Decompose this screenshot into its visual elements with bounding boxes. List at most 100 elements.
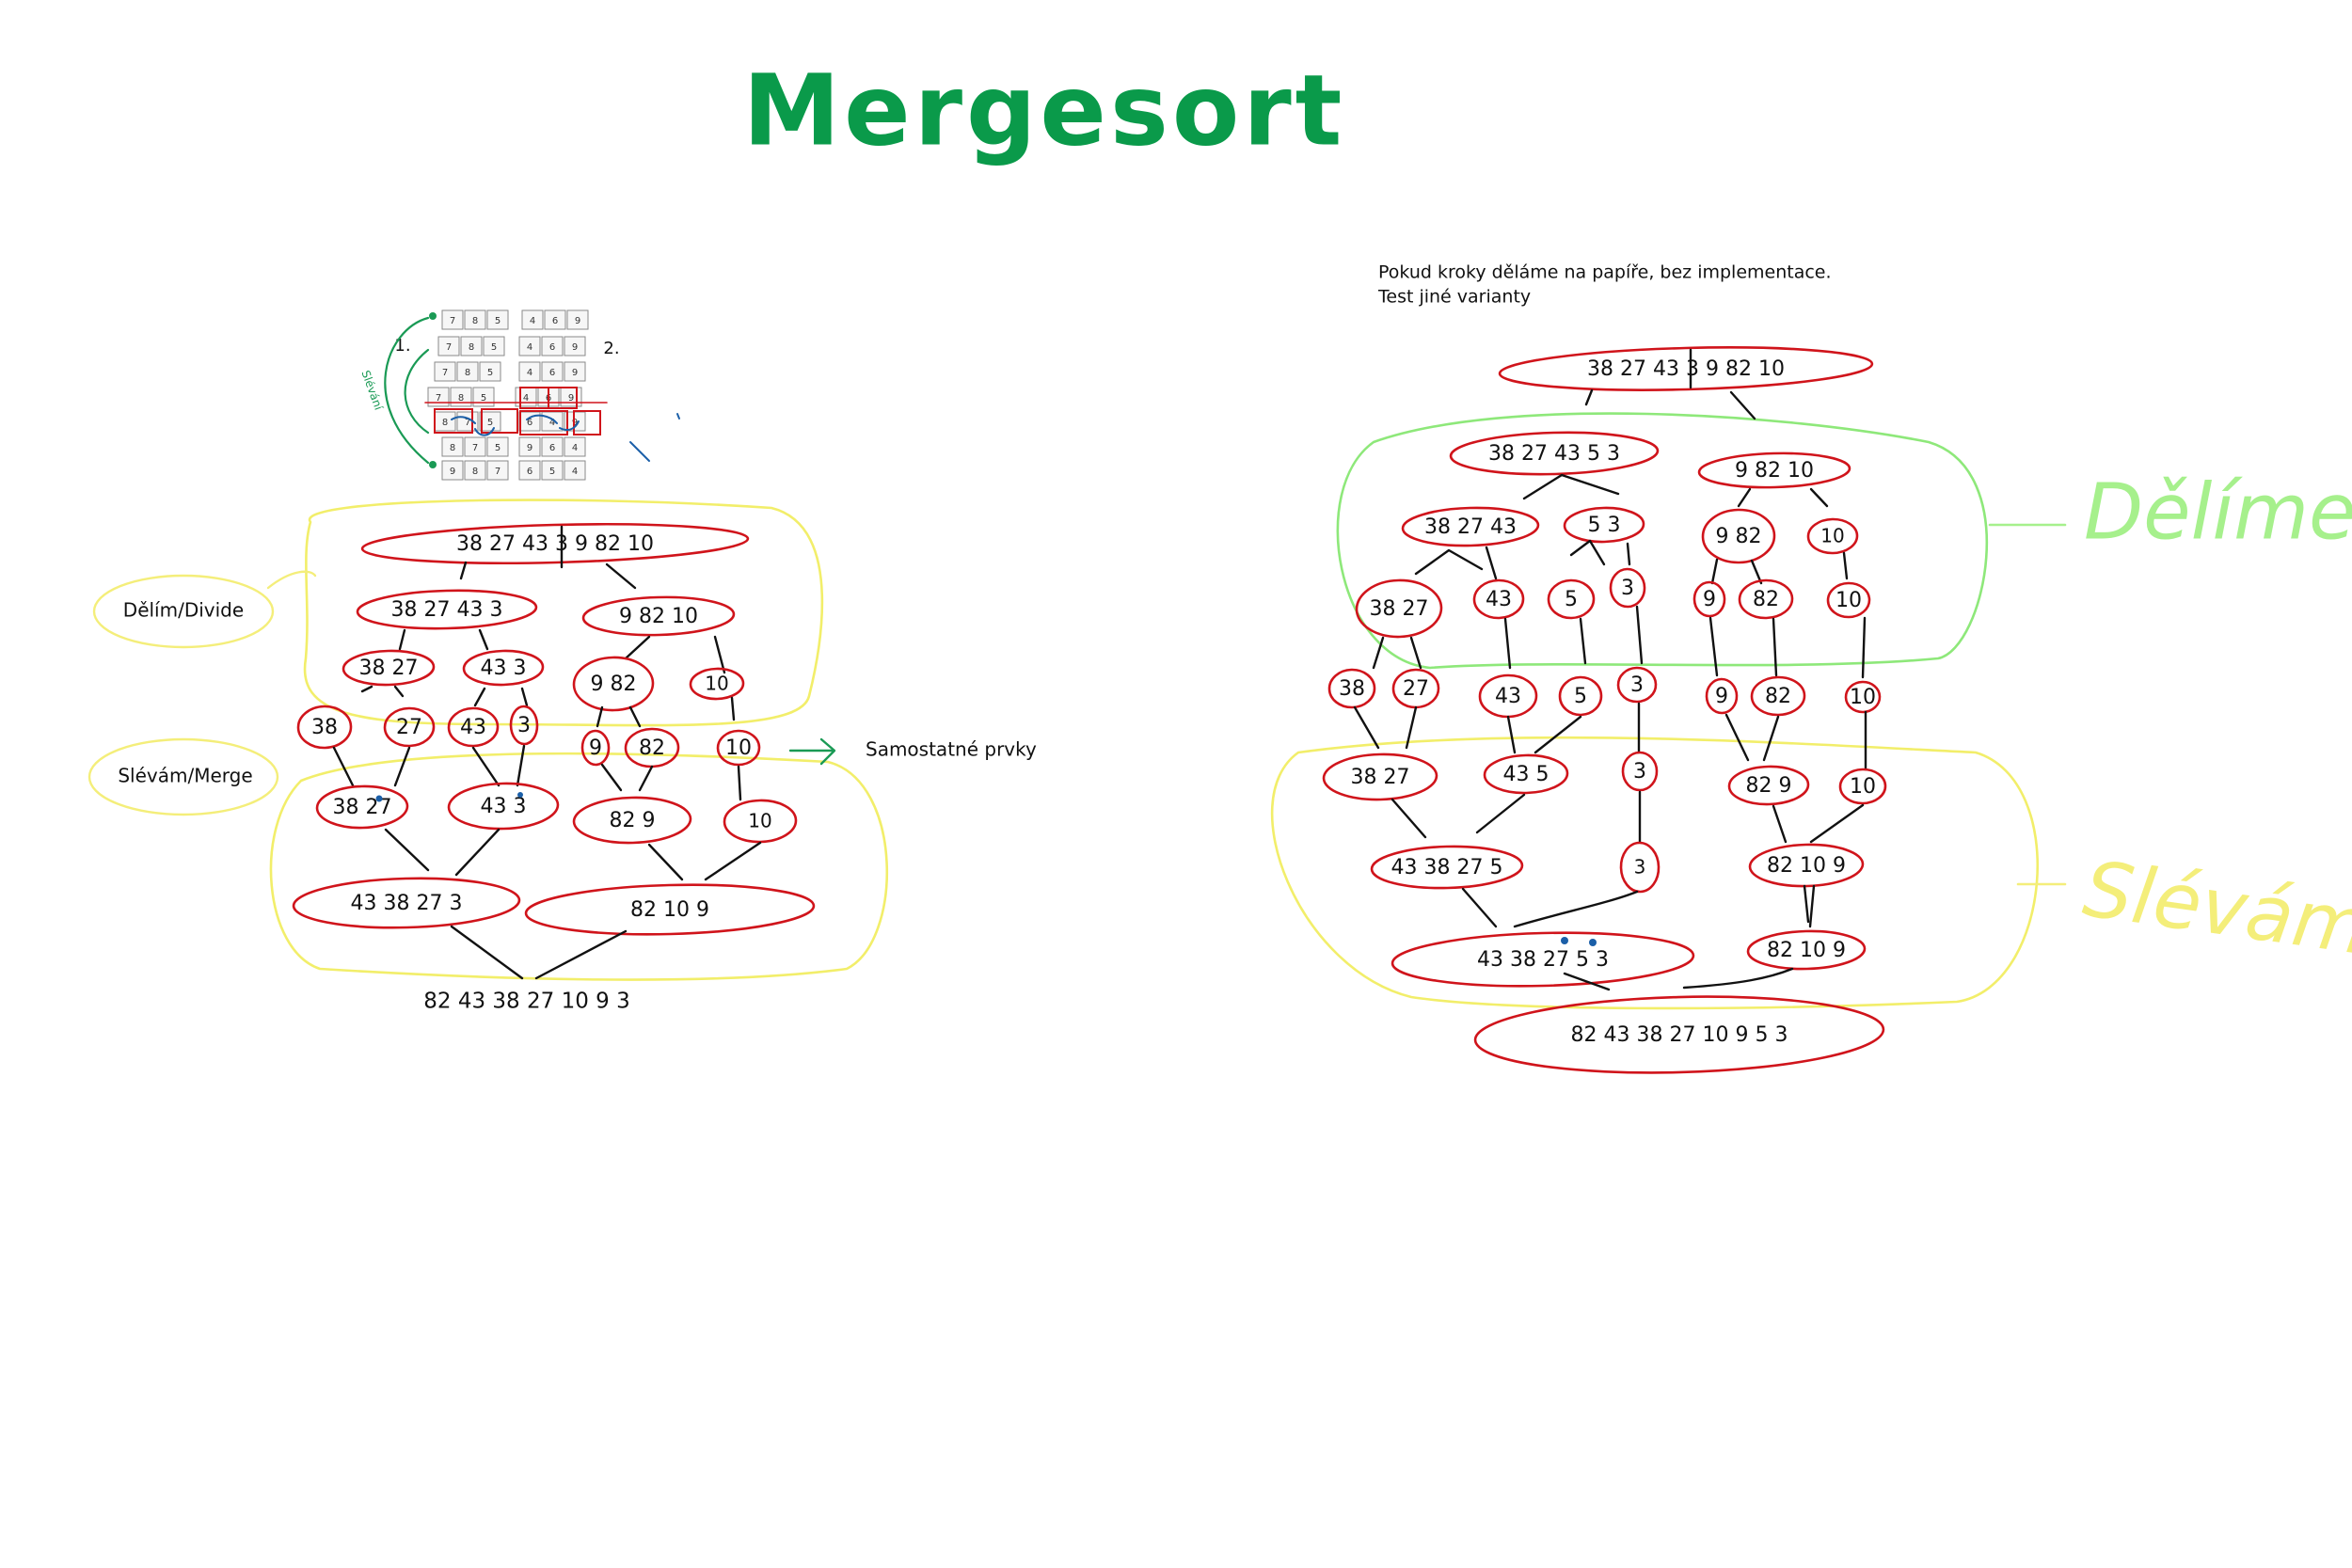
left-single-node-2-outline	[447, 706, 500, 748]
left-edge-m2a	[450, 925, 524, 980]
right-m1-node-4-label: 10	[1850, 775, 1876, 799]
thumbnail-cell	[518, 336, 541, 356]
left-edge-s-m1b	[393, 746, 411, 787]
right-m2-a-node-outline	[1370, 845, 1524, 890]
left-edge-d1-a2	[478, 628, 489, 651]
left-root-node-label: 38 27 43 3 9 82 10	[456, 532, 654, 556]
thumbnail-cell-value: 6	[549, 342, 555, 353]
left-result-text: 82 43 38 27 10 9 3	[423, 990, 629, 1014]
left-single-node-4-outline	[580, 729, 611, 767]
right-m3-b-node-label: 82 10 9	[1767, 939, 1846, 962]
right-merge-pointer-dot-b	[1589, 939, 1597, 946]
left-single-node-3-label: 3	[517, 714, 531, 737]
right-d3-node-3-outline	[1609, 567, 1646, 609]
right-merge-pointer-dot-a	[1561, 937, 1568, 944]
right-m1-node-2-label: 3	[1633, 760, 1646, 784]
left-edge-d2-b2	[520, 687, 529, 707]
right-d3-node-1-label: 43	[1486, 588, 1512, 611]
left-edge-d2-a2	[393, 685, 405, 698]
left-d1-a-node-label: 38 27 43 3	[391, 598, 503, 622]
right-m3-a-node-outline	[1391, 931, 1695, 988]
right-edge-m2-a	[1461, 887, 1498, 928]
thumbnail-cell-value: 6	[549, 443, 555, 453]
left-single-node-0-outline	[296, 705, 353, 750]
thumbnail-bracket-dot-bottom	[429, 461, 437, 468]
thumbnail-bracket-arrow-outer	[384, 316, 430, 465]
thumbnail-cell	[544, 309, 566, 330]
left-m2-a-node-outline	[292, 877, 521, 929]
left-d1-a-node-outline	[356, 589, 538, 630]
right-m2-c-node-outline	[1748, 843, 1865, 888]
left-edge-m2b	[534, 929, 628, 980]
thumbnail-highlight-box-1	[548, 387, 578, 409]
thumbnail-stray-marks	[629, 413, 680, 462]
right-d2-d-node-outline	[1806, 517, 1859, 555]
thumbnail-cell	[427, 387, 450, 407]
thumbnail-cell	[464, 436, 486, 457]
left-m1-c-node-label: 82 9	[610, 809, 656, 832]
left-single-node-6-outline	[716, 729, 761, 767]
right-edge-d2-c2	[1750, 559, 1763, 585]
thumbnail-cell-value: 4	[527, 342, 532, 353]
thumbnail-cell	[479, 411, 501, 432]
thumbnail-cell-value: 7	[472, 443, 478, 453]
right-edge-d3-a1	[1372, 636, 1385, 670]
thumbnail-highlight-box-4	[519, 410, 568, 436]
left-d2-d-node-outline	[689, 667, 745, 701]
right-single-node-3-label: 5	[1574, 685, 1587, 708]
merge-pointer-dot-a	[375, 795, 383, 802]
left-m2-b-node-label: 82 10 9	[630, 898, 709, 922]
thumbnail-cell-value: 9	[450, 467, 455, 477]
right-single-node-4-outline	[1616, 666, 1658, 704]
thumbnail-cell-value: 6	[527, 467, 532, 477]
left-edge-d2-c1	[596, 705, 604, 728]
left-d1-b-node-label: 9 82 10	[619, 605, 698, 628]
thumbnail-cell	[441, 309, 464, 330]
right-d1-b-node-label: 9 82 10	[1735, 459, 1814, 483]
left-root-node-outline	[360, 522, 750, 565]
right-d3-node-5-outline	[1738, 578, 1794, 620]
right-edge-m1-e	[1809, 803, 1865, 844]
divide-label-right: Dělíme	[2084, 467, 2352, 557]
thumbnail-cell	[541, 436, 564, 457]
right-single-node-4-label: 3	[1630, 673, 1644, 697]
left-d2-a-node-label: 38 27	[359, 657, 419, 680]
right-edge-m1-d	[1772, 804, 1788, 844]
right-d1-a-node-label: 38 27 43 5 3	[1488, 442, 1620, 466]
thumbnail-cell	[441, 460, 464, 481]
thumbnail-cell-value: 8	[450, 443, 455, 453]
right-d3-node-0-outline	[1355, 578, 1443, 639]
left-edge-d1-b2	[713, 635, 726, 674]
thumbnail-cell-value: 6	[552, 316, 558, 326]
thumbnail-cell-value: 9	[568, 393, 574, 404]
right-result-node-label: 82 43 38 27 10 9 5 3	[1571, 1023, 1788, 1047]
right-single-node-0-label: 38	[1339, 677, 1365, 701]
thumbnail-cell-value: 5	[487, 368, 493, 378]
right-edge-d1-b2	[1809, 487, 1829, 508]
merge-label: Slévám/Merge	[118, 765, 252, 787]
left-edge-d1-b1	[624, 635, 651, 660]
right-edge-m3-a	[1563, 972, 1611, 991]
right-single-node-3-outline	[1558, 675, 1603, 717]
left-d1-b-node-outline	[581, 595, 736, 637]
left-m1-a-node-label: 38 27	[333, 796, 392, 819]
thumbnail-swap-marks	[451, 414, 580, 436]
left-edge-s-m1c	[471, 746, 501, 787]
left-m2-b-node-outline	[524, 883, 816, 936]
right-edge-d3-f	[1772, 617, 1778, 677]
thumbnail-cell	[464, 460, 486, 481]
thumbnail-cell	[483, 336, 505, 356]
thumbnail-cell	[541, 361, 564, 382]
right-d3-node-1-outline	[1472, 578, 1525, 620]
thumbnail-cell-value: 8	[465, 368, 470, 378]
merge-group-outline	[269, 752, 888, 981]
thumbnail-cell	[456, 361, 479, 382]
right-d3-node-0-label: 38 27	[1370, 597, 1429, 621]
right-d3-node-4-outline	[1692, 580, 1726, 618]
right-m2-c-node-label: 82 10 9	[1767, 854, 1846, 878]
right-d3-node-2-label: 5	[1565, 588, 1578, 611]
merge-pointer-dot-b	[517, 792, 523, 798]
left-m1-a-node-outline	[315, 784, 409, 830]
right-m1-node-0-label: 38 27	[1351, 766, 1410, 789]
